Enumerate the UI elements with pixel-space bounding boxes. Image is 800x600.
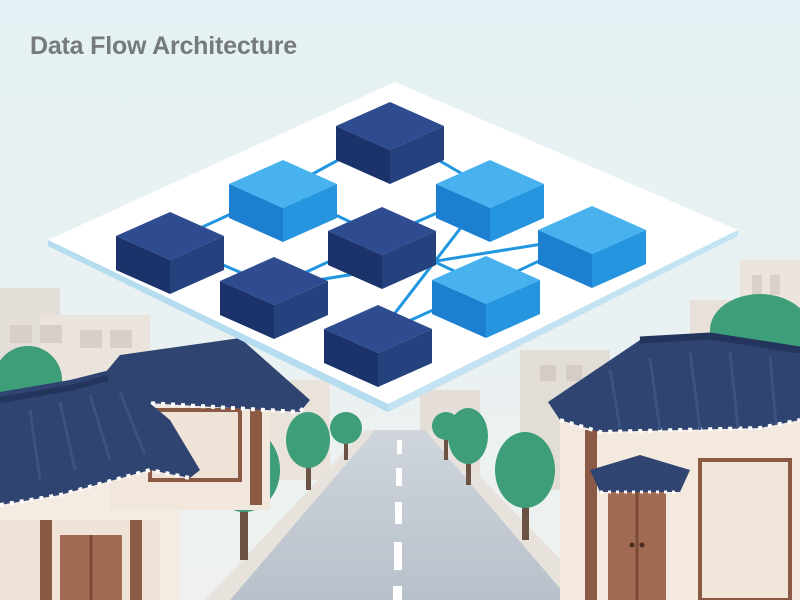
light-block xyxy=(436,160,544,242)
light-block xyxy=(432,256,540,338)
dark-block xyxy=(116,212,224,294)
dark-block xyxy=(336,102,444,184)
left-hanok-house xyxy=(0,338,310,600)
right-hanok-house xyxy=(548,332,800,600)
light-block xyxy=(538,206,646,288)
tree xyxy=(448,408,488,485)
tree xyxy=(330,412,362,460)
dark-block xyxy=(220,257,328,339)
dark-block xyxy=(328,207,436,289)
light-block xyxy=(229,160,337,242)
tree xyxy=(286,412,330,490)
diagram-blocks xyxy=(116,102,646,387)
dark-block xyxy=(324,305,432,387)
tree xyxy=(495,432,555,540)
page-title: Data Flow Architecture xyxy=(30,32,297,60)
